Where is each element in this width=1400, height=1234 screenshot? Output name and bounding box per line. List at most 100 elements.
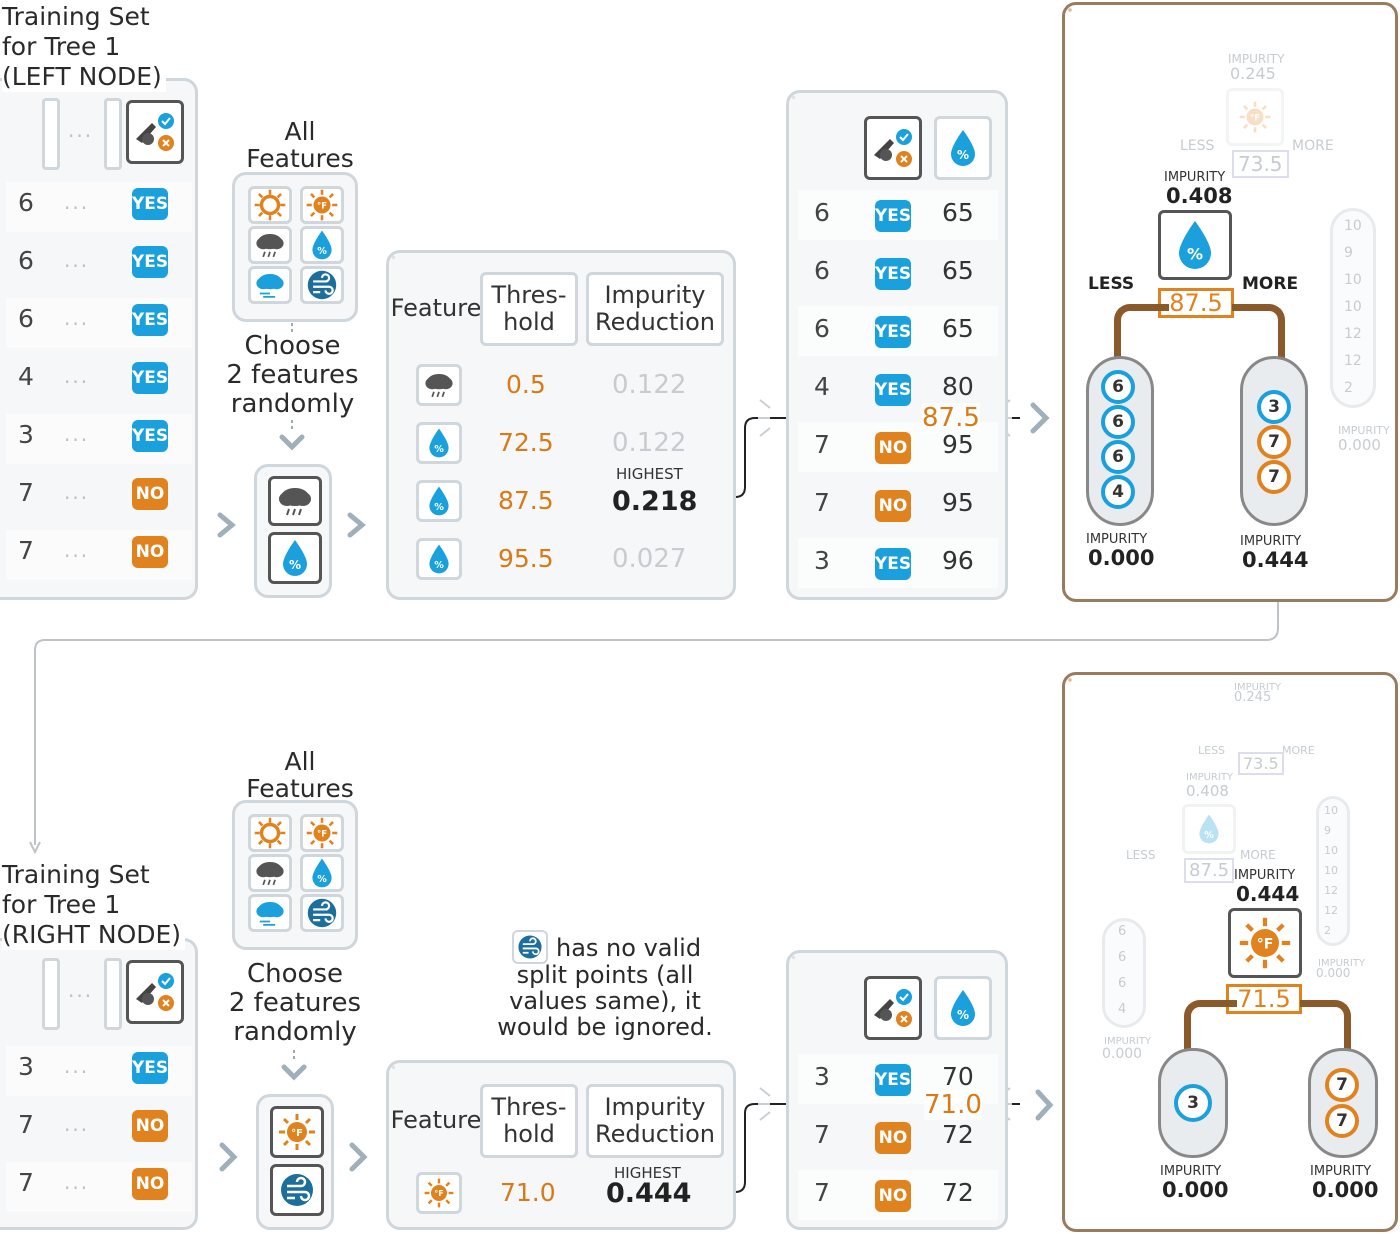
leaf-value: 9 [1344,245,1353,261]
sample-circle: 7 [1257,425,1291,459]
sample-circle: 7 [1325,1068,1359,1102]
leaf-value: 12 [1344,353,1362,369]
play-tennis-icon [864,116,922,180]
label-badge: YES [875,258,911,290]
ellipsis: ... [64,1112,90,1136]
training-value: 7 [18,1168,34,1197]
impurity-value: 0.000 [1312,1178,1379,1202]
humidity-icon: % [416,538,462,580]
training-value: 3 [814,1062,830,1091]
threshold-value: 95.5 [498,544,554,573]
humidity-icon: % [934,976,992,1040]
cloud-rain-icon [248,854,292,892]
impurity-value: 0.245 [1230,64,1276,83]
impurity-value: 0.000 [1088,546,1155,570]
label-badge: NO [875,1180,911,1212]
label-badge: YES [875,200,911,232]
humidity-value: 65 [942,198,974,227]
training-value: 4 [18,362,34,391]
temperature-icon: °F [1226,88,1284,146]
highest-label: HIGHEST [614,1164,681,1182]
header-impurity-reduction: Impurity Reduction [586,1084,724,1158]
humidity-value: 65 [942,314,974,343]
sample-circle: 7 [1325,1104,1359,1138]
temperature-icon: °F [300,186,344,224]
training-value: 3 [18,420,34,449]
ellipsis: ... [64,364,90,388]
leaf-value: 12 [1344,326,1362,342]
impurity-value: 0.122 [612,428,687,458]
training-value: 6 [18,304,34,333]
less-label: LESS [1126,848,1156,862]
training-value: 7 [814,488,830,517]
leaf-value: 12 [1324,884,1338,897]
note-line-1: has no valid [556,934,702,962]
training-value: 7 [18,1110,34,1139]
impurity-value: 0.027 [612,544,687,574]
training-value: 7 [18,536,34,565]
threshold-value: 87.5 [498,486,554,515]
more-label: MORE [1282,744,1315,757]
svg-text:°F: °F [434,1189,443,1198]
impurity-label: IMPURITY [1228,52,1285,66]
column-placeholder [42,958,60,1030]
training-value: 6 [814,314,830,343]
leaf-value: 9 [1324,824,1331,837]
svg-text:%: % [957,148,969,162]
svg-text:°F: °F [1250,113,1260,123]
humidity-icon: % [1158,210,1232,280]
split-cut-value: 71.0 [924,1090,982,1120]
training-value: 7 [814,430,830,459]
threshold-value: 0.5 [506,370,546,399]
impurity-value: 0.000 [1338,436,1381,454]
label-badge: NO [132,1110,168,1142]
label-badge: NO [132,1168,168,1200]
impurity-label: IMPURITY [1104,1036,1152,1047]
svg-text:%: % [289,558,301,572]
sun-icon [248,186,292,224]
impurity-label: IMPURITY [1160,1164,1222,1179]
leaf-pill-right [1308,1048,1378,1158]
label-badge: YES [132,304,168,336]
threshold-box: 73.5 [1232,150,1289,178]
wind-icon [300,894,344,932]
training-value: 7 [18,478,34,507]
header-threshold: Thres- hold [480,272,578,346]
svg-text:%: % [317,246,327,257]
training-value: 6 [814,256,830,285]
humidity-icon: % [934,116,992,180]
svg-text:%: % [317,874,327,885]
leaf-value: 4 [1118,1002,1127,1017]
training-value: 7 [814,1120,830,1149]
humidity-icon: % [416,480,462,522]
play-tennis-icon [864,976,922,1040]
branch-left [1114,304,1169,371]
humidity-icon: % [300,854,344,892]
impurity-value: 0.000 [1316,966,1351,980]
svg-text:°F: °F [1257,937,1274,953]
impurity-label: IMPURITY [1234,868,1296,883]
svg-text:%: % [434,502,444,513]
label-badge: YES [875,548,911,580]
training-value: 7 [814,1178,830,1207]
leaf-value: 6 [1118,950,1127,965]
column-placeholder [42,98,60,170]
impurity-label: IMPURITY [1240,534,1302,549]
cloud-wind-icon [248,266,292,304]
label-badge: NO [875,432,911,464]
impurity-label: IMPURITY [1186,772,1234,783]
svg-text:%: % [1187,245,1203,264]
more-label: MORE [1292,138,1334,154]
ellipsis: ... [68,118,94,142]
leaf-pill [1316,796,1350,946]
sample-circle: 6 [1101,440,1135,474]
ellipsis: ... [64,190,90,214]
training-value: 3 [814,546,830,575]
label-badge: YES [132,246,168,278]
temperature-icon: °F [300,814,344,852]
leaf-value: 6 [1118,976,1127,991]
